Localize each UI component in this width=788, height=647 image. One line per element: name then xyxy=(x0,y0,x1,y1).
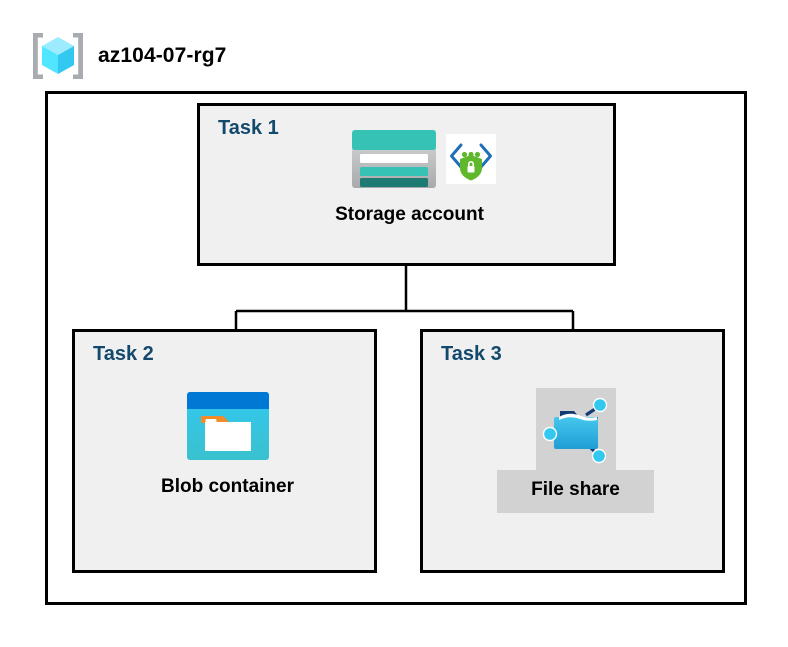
task-box-2[interactable]: Task 2 xyxy=(72,329,377,573)
node-caption-blob-container: Blob container xyxy=(160,476,294,497)
storage-account-icon xyxy=(350,128,438,190)
node-storage-account[interactable]: Storage account xyxy=(200,128,619,227)
node-blob-container[interactable]: Blob container xyxy=(75,390,380,499)
node-caption-file-share: File share xyxy=(497,470,654,513)
file-share-icon xyxy=(535,388,616,470)
storage-account-icon-row xyxy=(350,128,496,194)
resource-group-title: az104-07-rg7 xyxy=(98,44,227,67)
node-caption-storage-account: Storage account xyxy=(335,204,484,225)
task-box-1[interactable]: Task 1 xyxy=(197,103,616,266)
resource-group-header: az104-07-rg7 xyxy=(30,28,350,84)
resource-group-icon xyxy=(30,30,86,82)
task-label-1: Task 1 xyxy=(218,117,279,139)
task-box-3[interactable]: Task 3 xyxy=(420,329,725,573)
task-label-2: Task 2 xyxy=(93,343,154,365)
node-file-share[interactable]: File share xyxy=(423,388,728,513)
blob-container-icon xyxy=(185,390,271,462)
secure-endpoint-shield-icon xyxy=(445,128,496,184)
task-label-3: Task 3 xyxy=(441,343,502,365)
